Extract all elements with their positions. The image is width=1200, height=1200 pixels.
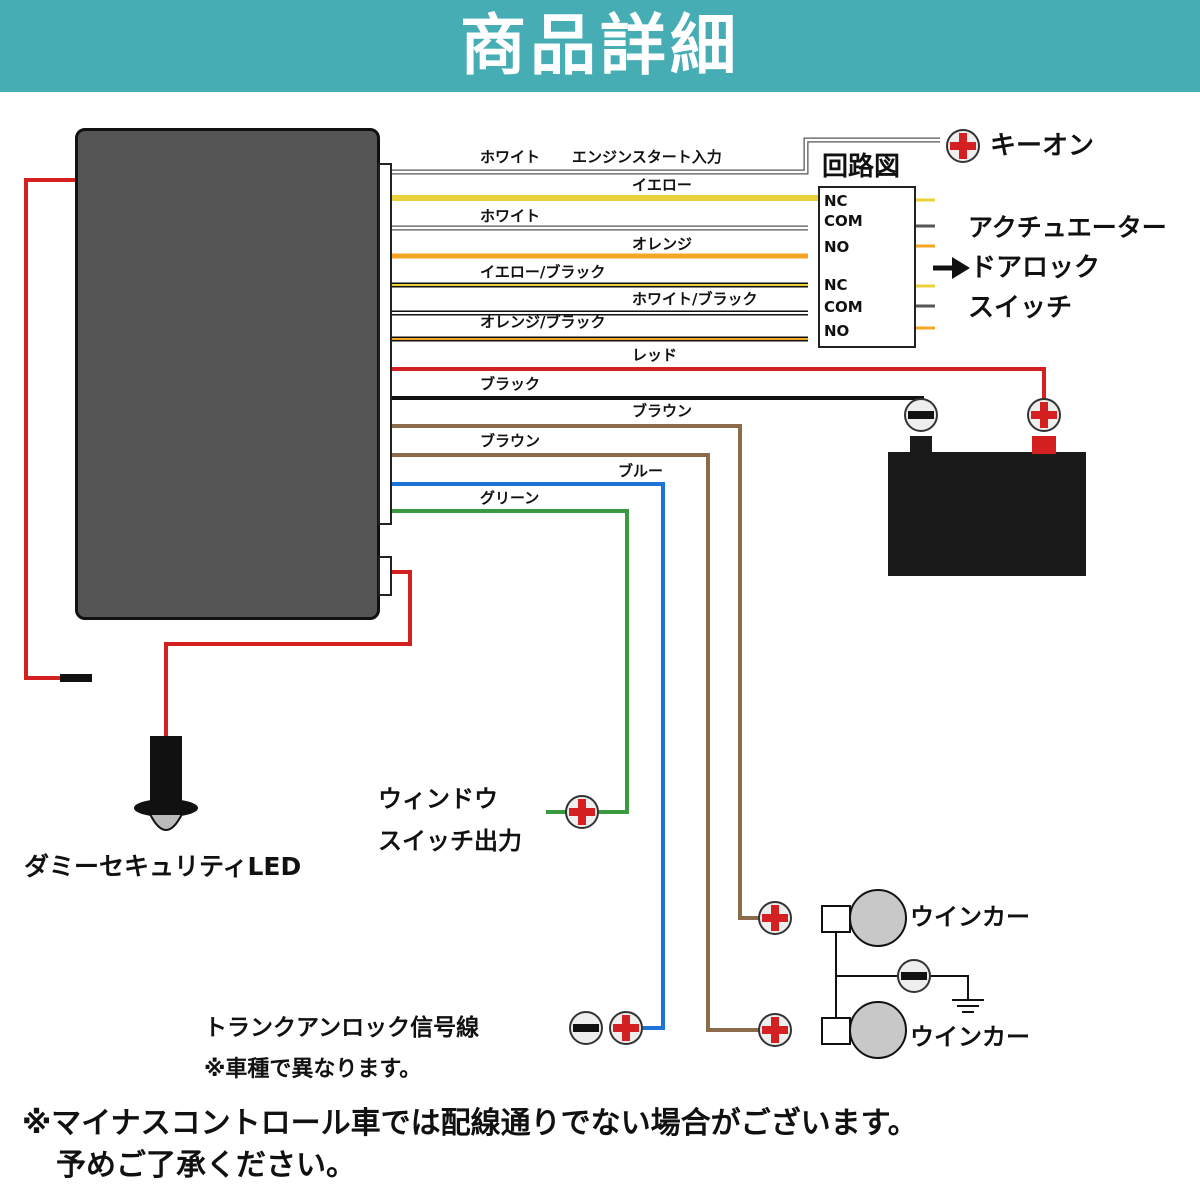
security-module bbox=[75, 128, 380, 620]
circuit-com-1: COM bbox=[824, 212, 863, 230]
turn-signal-bulb-1 bbox=[821, 889, 907, 947]
ground-wire bbox=[24, 178, 75, 680]
ground-minus-icon bbox=[897, 959, 931, 993]
wire-green bbox=[392, 509, 629, 814]
battery bbox=[888, 452, 1086, 576]
led-wire bbox=[164, 570, 412, 736]
wire-label-white-black: ホワイト/ブラック bbox=[632, 290, 758, 308]
window-label-1: ウィンドウ bbox=[378, 785, 498, 813]
wire-label-yellow: イエロー bbox=[632, 176, 692, 194]
circuit-box: NC COM NO NC COM NO bbox=[818, 186, 916, 348]
wire-label-brown-2: ブラウン bbox=[480, 432, 541, 450]
wire-blue bbox=[392, 482, 665, 1030]
wire-label-white-engine: ホワイト bbox=[480, 148, 541, 166]
circuit-no-1: NO bbox=[824, 238, 850, 256]
turn-signal-label-2: ウインカー bbox=[910, 1023, 1030, 1051]
wire-label-engine-start: エンジンスタート入力 bbox=[572, 148, 722, 166]
wire-label-brown-1: ブラウン bbox=[632, 402, 693, 420]
door-lock-label: ドアロック bbox=[970, 253, 1101, 283]
key-on-plus-icon bbox=[946, 129, 980, 163]
wire-label-green: グリーン bbox=[480, 489, 540, 507]
battery-negative-terminal bbox=[910, 436, 932, 454]
wire-label-white: ホワイト bbox=[480, 207, 541, 225]
header-banner: 商品詳細 bbox=[0, 0, 1200, 92]
switch-label: スイッチ bbox=[968, 293, 1073, 323]
wire-label-black: ブラック bbox=[480, 375, 541, 393]
battery-plus-icon bbox=[1027, 398, 1061, 432]
battery-positive-terminal bbox=[1032, 436, 1056, 454]
wire-label-yellow-black: イエロー/ブラック bbox=[480, 263, 606, 281]
ground-minus-marker bbox=[60, 674, 92, 682]
circuit-com-2: COM bbox=[824, 298, 863, 316]
circuit-nc-2: NC bbox=[824, 276, 848, 294]
trunk-note: ※車種で異なります。 bbox=[204, 1057, 422, 1082]
battery-minus-icon bbox=[904, 398, 938, 432]
main-connector bbox=[378, 163, 392, 525]
footer-note-2: 予めご了承ください。 bbox=[56, 1148, 356, 1183]
turn1-plus-icon bbox=[758, 901, 792, 935]
wire-label-orange-black: オレンジ/ブラック bbox=[480, 313, 606, 331]
actuator-label: アクチュエーター bbox=[968, 213, 1167, 242]
circuit-nc-1: NC bbox=[824, 192, 848, 210]
trunk-minus-icon bbox=[569, 1011, 603, 1045]
wire-brown-1 bbox=[392, 424, 760, 920]
wire-label-orange: オレンジ bbox=[632, 235, 693, 253]
wire-brown-2 bbox=[392, 453, 760, 1032]
turn-signal-label-1: ウインカー bbox=[910, 903, 1030, 931]
led-body bbox=[150, 736, 182, 806]
turn2-plus-icon bbox=[758, 1013, 792, 1047]
page-title: 商品詳細 bbox=[460, 7, 740, 84]
key-on-label: キーオン bbox=[990, 131, 1095, 161]
wire-label-blue: ブルー bbox=[618, 462, 664, 480]
footer-note-1: ※マイナスコントロール車では配線通りでない場合がございます。 bbox=[22, 1106, 918, 1141]
turn-signal-bulb-2 bbox=[821, 1001, 907, 1059]
wire-label-red: レッド bbox=[632, 346, 678, 364]
circuit-no-2: NO bbox=[824, 322, 850, 340]
wire-red bbox=[392, 367, 1046, 404]
arrow-icon bbox=[952, 257, 970, 279]
led-connector bbox=[378, 556, 392, 596]
trunk-unlock-label: トランクアンロック信号線 bbox=[204, 1015, 480, 1041]
circuit-title: 回路図 bbox=[822, 152, 901, 182]
dummy-led-label: ダミーセキュリティLED bbox=[24, 852, 302, 881]
window-plus-icon bbox=[565, 795, 599, 829]
window-label-2: スイッチ出力 bbox=[378, 827, 522, 855]
trunk-plus-icon bbox=[609, 1011, 643, 1045]
